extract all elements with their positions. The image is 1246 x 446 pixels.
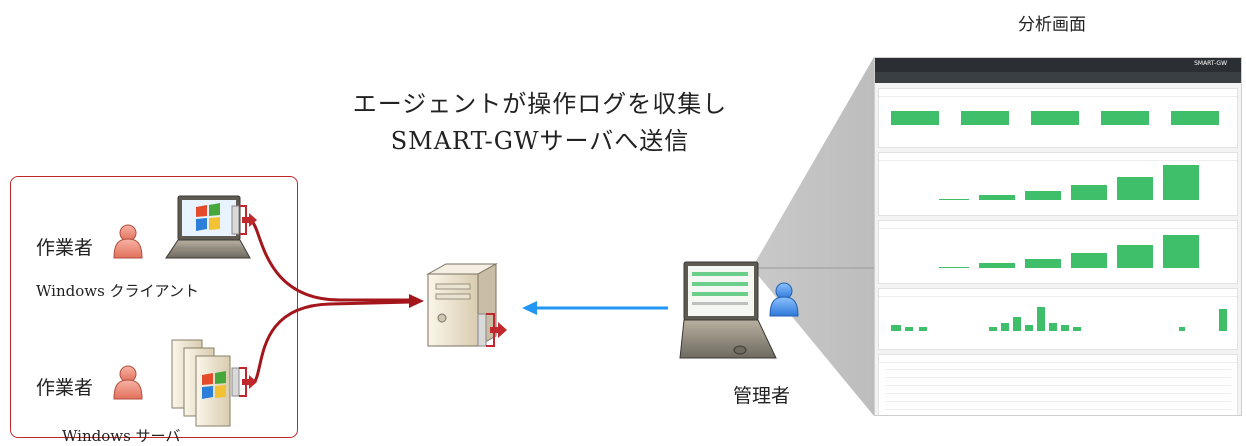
flow-arrowhead-blue — [522, 301, 537, 315]
workers-group — [10, 176, 298, 438]
laptop-icon — [165, 195, 251, 259]
server-stack-icon — [171, 339, 231, 427]
export-arrow-icon — [231, 205, 257, 235]
server-label: Windows サーバ — [62, 427, 181, 445]
client-label: Windows クライアント — [36, 282, 199, 300]
dashboard-table-panel — [878, 354, 1238, 415]
windows-logo-icon — [196, 203, 220, 231]
worker-label-2: 作業者 — [36, 377, 94, 399]
analysis-screen-label: 分析画面 — [1018, 15, 1086, 35]
analysis-screenshot: SMART-GW — [874, 57, 1242, 416]
windows-logo-icon — [202, 371, 226, 399]
dashboard-header: SMART-GW — [875, 58, 1241, 72]
person-icon — [113, 224, 143, 259]
person-icon — [769, 282, 799, 317]
projection-wedge — [752, 57, 874, 416]
dashboard-app-name: SMART-GW — [1194, 60, 1227, 67]
caption-line-1: エージェントが操作ログを収集し — [352, 90, 728, 118]
dashboard-panel — [878, 88, 1238, 148]
flow-line-server — [251, 300, 413, 386]
flow-arrowhead-red — [409, 294, 424, 308]
export-arrow-icon — [231, 367, 257, 397]
caption-line-2: SMART-GWサーバへ送信 — [390, 127, 690, 155]
admin-label: 管理者 — [733, 385, 791, 407]
dashboard-panel — [878, 152, 1238, 216]
laptop-icon — [679, 261, 777, 359]
flow-line-client — [250, 220, 412, 302]
export-arrow-icon — [477, 313, 507, 347]
dashboard-toolbar — [875, 72, 1241, 83]
person-icon — [113, 365, 143, 400]
dashboard-panel — [878, 220, 1238, 284]
dashboard-panel — [878, 288, 1238, 350]
caption: エージェントが操作ログを収集し SMART-GWサーバへ送信 — [300, 86, 780, 160]
worker-label-1: 作業者 — [36, 237, 94, 259]
